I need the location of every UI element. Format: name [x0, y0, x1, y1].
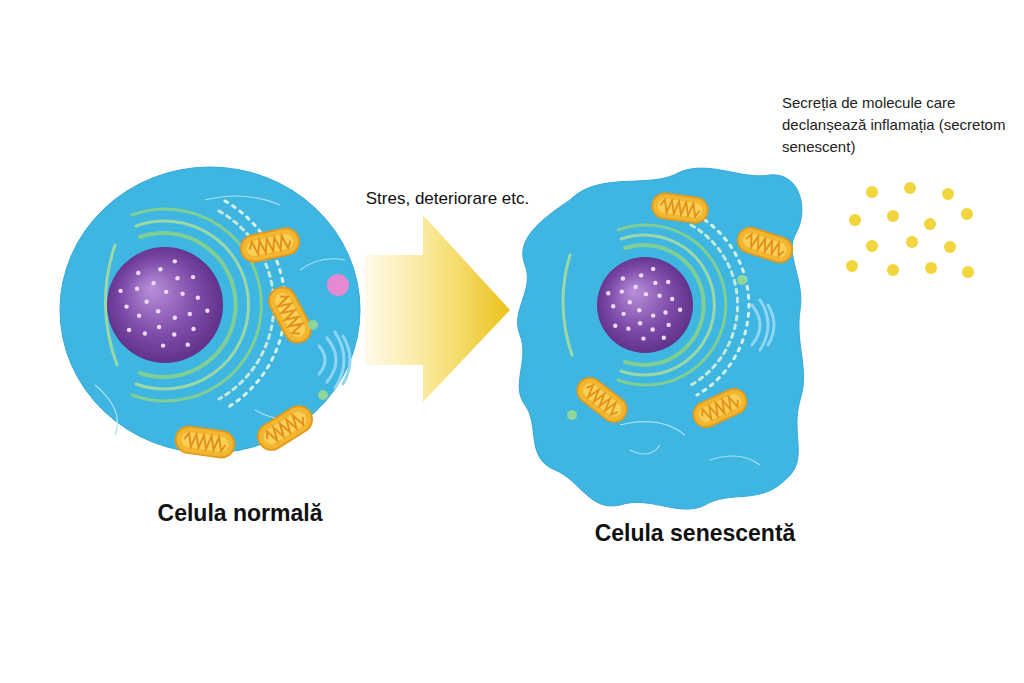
filaments — [620, 422, 760, 465]
cell-caption: Celula senescentă — [595, 520, 796, 548]
chromatin-dots — [606, 267, 682, 341]
nucleus — [597, 257, 693, 353]
mitochondria — [572, 192, 795, 432]
endoplasmic-reticulum — [563, 215, 749, 395]
secretome-note: Secreția de molecule care declanșează in… — [782, 92, 1014, 157]
arrow-label: Stres, deteriorare etc. — [366, 189, 529, 209]
cell-outline — [55, 160, 365, 532]
block-arrow — [365, 215, 510, 402]
golgi-apparatus — [319, 332, 350, 388]
mitochondria — [174, 226, 317, 459]
filaments — [95, 196, 345, 435]
vesicle — [327, 274, 349, 296]
nucleus — [107, 247, 223, 363]
cell-caption: Celula normală — [158, 500, 323, 528]
chromatin-dots — [118, 259, 209, 348]
cell-outline — [510, 160, 820, 552]
cell-node: Celula normală — [55, 160, 365, 532]
vesicle — [308, 320, 318, 330]
cell-membrane — [518, 168, 804, 509]
normal-cell-organelles — [95, 196, 350, 459]
vesicle — [318, 390, 328, 400]
secreted-molecules — [846, 182, 974, 278]
vesicle — [567, 410, 577, 420]
golgi-apparatus — [752, 300, 774, 350]
vesicle — [737, 275, 747, 285]
endoplasmic-reticulum — [105, 201, 285, 409]
cell-membrane — [60, 167, 360, 453]
cell-node: Celula senescentă — [510, 160, 820, 552]
senescent-cell-organelles — [563, 192, 795, 465]
